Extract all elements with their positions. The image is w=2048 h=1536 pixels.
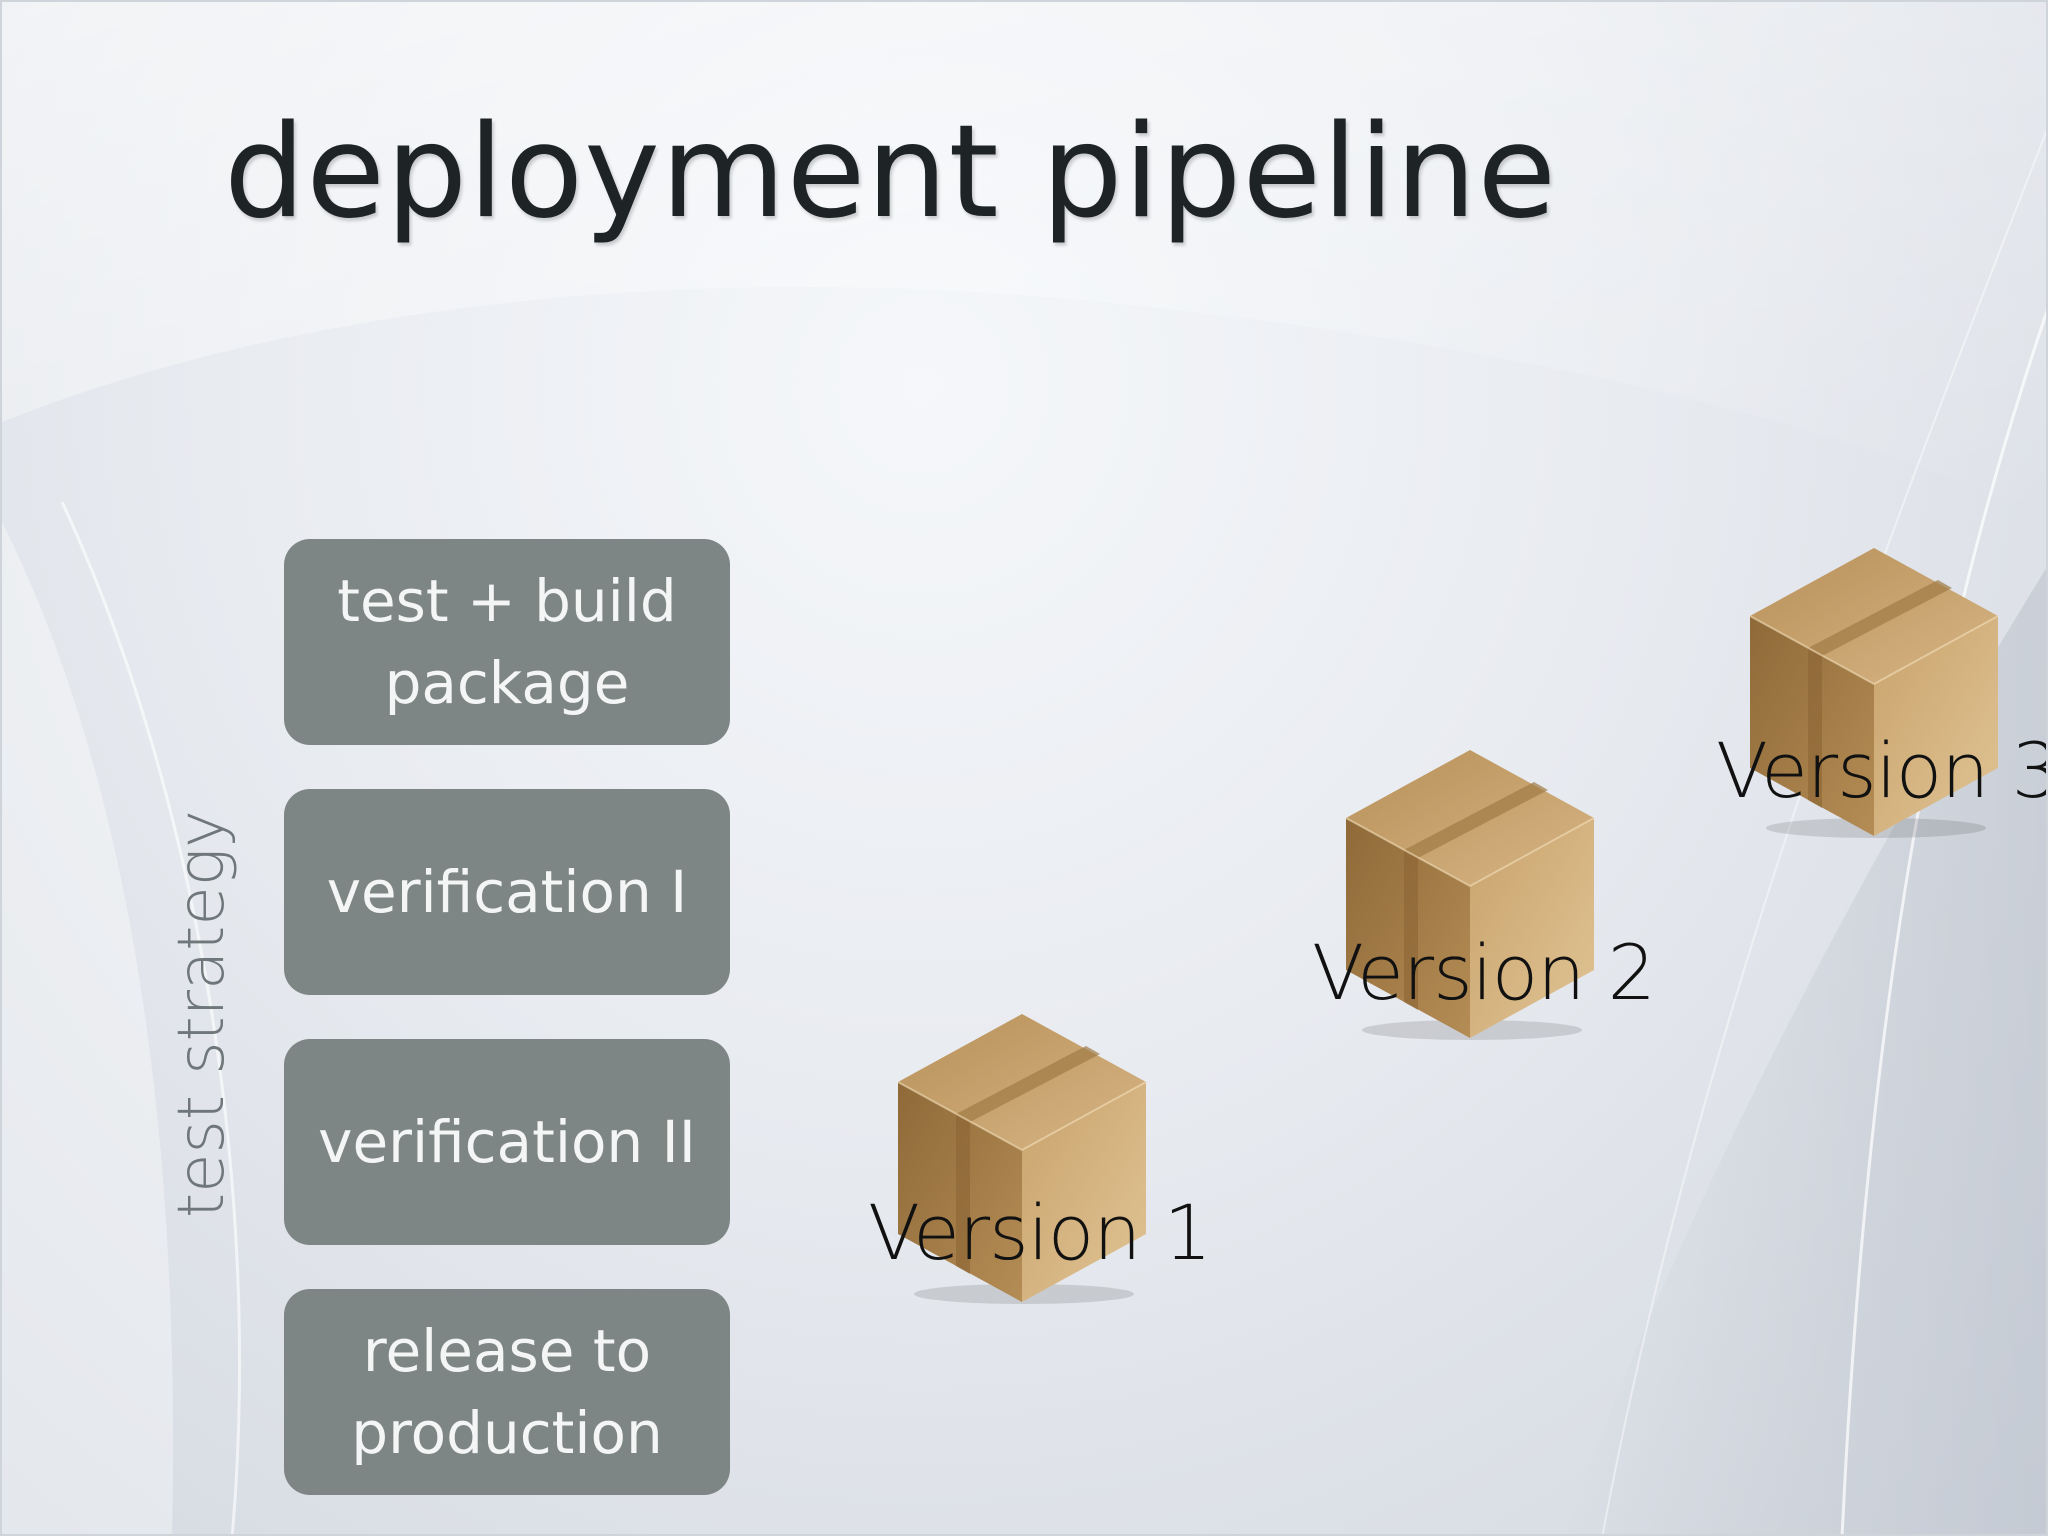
version-label: Version 2 (1312, 928, 1656, 1017)
stage-label: verification I (327, 851, 688, 933)
stage-release-to-production: release to production (284, 1289, 730, 1495)
stage-verification-2: verification II (284, 1039, 730, 1245)
stage-label-line: production (351, 1399, 663, 1467)
stage-label: test + build package (337, 560, 676, 724)
stage-label-line: test + build (337, 567, 677, 635)
test-strategy-label: test strategy (165, 810, 239, 1218)
stage-label: release to production (351, 1310, 662, 1474)
version-label: Version 3 (1716, 726, 2048, 815)
stage-label-line: verification I (326, 858, 688, 926)
cardboard-box-icon (1345, 750, 1595, 1040)
stage-label-line: package (384, 649, 630, 717)
cardboard-box-icon (1749, 548, 1999, 838)
version-label: Version 1 (868, 1188, 1212, 1277)
stage-verification-1: verification I (284, 789, 730, 995)
slide-title: deployment pipeline (224, 98, 1558, 247)
cardboard-box-icon (897, 1014, 1147, 1304)
stage-label: verification II (318, 1101, 696, 1183)
stage-label-line: release to (362, 1317, 652, 1385)
stage-label-line: verification II (318, 1108, 696, 1176)
stage-test-build-package: test + build package (284, 539, 730, 745)
